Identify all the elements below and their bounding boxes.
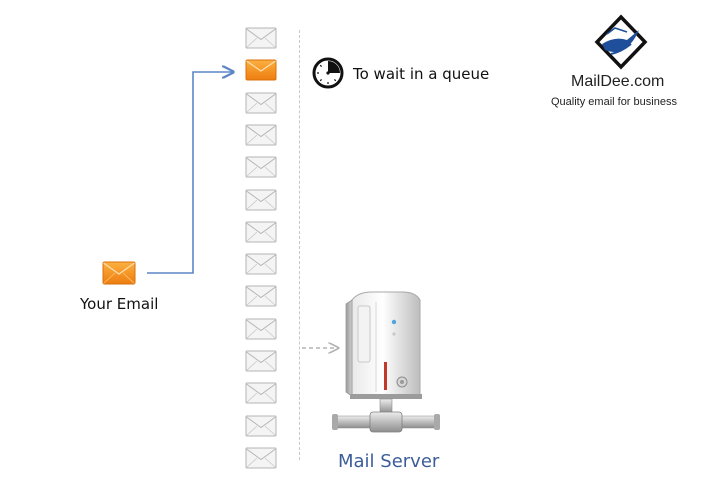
queue-divider — [299, 30, 300, 460]
queued-email — [245, 318, 277, 340]
envelope-icon — [245, 285, 277, 307]
envelope-icon — [245, 27, 277, 49]
logo-name: MailDee.com — [571, 73, 665, 90]
enqueue-arrow — [147, 72, 233, 274]
envelope-icon — [245, 415, 277, 437]
envelope-icon — [245, 318, 277, 340]
maildee-logo-icon — [594, 14, 648, 70]
envelope-icon — [245, 253, 277, 275]
envelope-icon — [245, 59, 277, 81]
envelope-icon — [245, 447, 277, 469]
queued-email — [245, 415, 277, 437]
envelope-icon — [245, 189, 277, 210]
queue-status-text: To wait in a queue — [353, 65, 490, 83]
queued-email-active — [245, 59, 277, 81]
queued-email — [245, 447, 277, 469]
queued-email — [245, 124, 277, 146]
envelope-icon — [245, 124, 277, 146]
envelope-icon — [245, 156, 277, 178]
envelope-icon — [245, 382, 277, 404]
queued-email — [245, 253, 277, 275]
queued-email — [245, 382, 277, 404]
envelope-icon — [245, 92, 277, 114]
queued-email — [245, 156, 277, 178]
clock-icon — [312, 57, 344, 89]
envelope-icon — [245, 350, 277, 372]
envelope-icon — [245, 221, 277, 243]
queued-email — [245, 92, 277, 114]
mail-server-label: Mail Server — [338, 451, 440, 472]
queued-email — [245, 285, 277, 307]
server-icon — [332, 291, 440, 433]
queued-email — [245, 221, 277, 243]
queued-email — [245, 27, 277, 49]
queued-email — [245, 189, 277, 211]
queued-email — [245, 350, 277, 372]
logo-tagline: Quality email for business — [551, 96, 677, 108]
envelope-icon — [102, 261, 136, 285]
your-email-label: Your Email — [80, 295, 159, 313]
